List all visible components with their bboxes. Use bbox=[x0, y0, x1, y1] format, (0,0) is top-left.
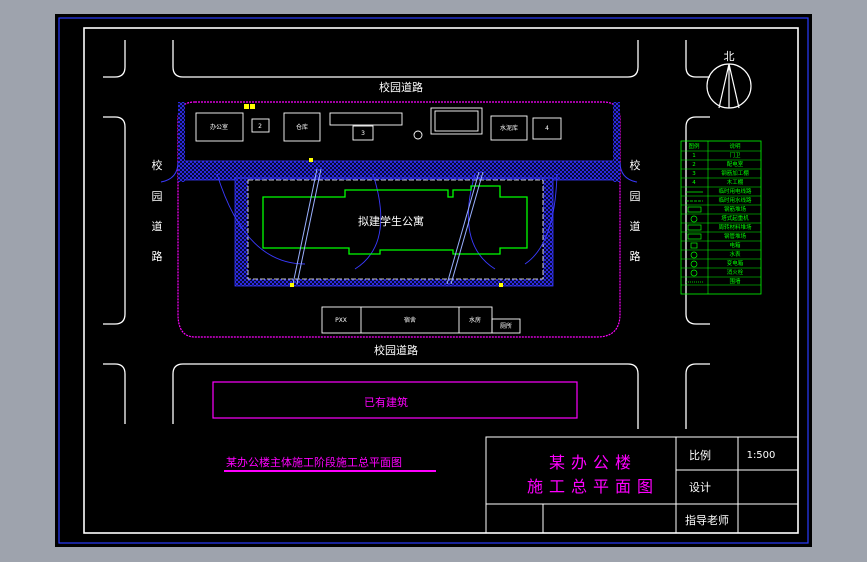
road-outlines bbox=[103, 40, 710, 429]
site-markers bbox=[244, 104, 503, 287]
road-label-left-char: 路 bbox=[152, 250, 163, 263]
road-label-top: 校园道路 bbox=[379, 80, 423, 94]
legend-desc: 周转材料堆场 bbox=[718, 223, 752, 231]
design-label: 设计 bbox=[689, 481, 711, 494]
proposed-building-outline bbox=[262, 185, 528, 255]
road-label-left: 校 园 道 路 bbox=[152, 158, 163, 263]
site-plan-drawing: 北 校园道路 校园道路 校 园 道 路 校 园 道 路 办公室 2 仓库 3 水… bbox=[58, 17, 809, 544]
rebar-yard-symbol bbox=[687, 206, 702, 213]
legend-code: 4 bbox=[692, 180, 696, 186]
legend-desc: 变电箱 bbox=[727, 259, 744, 267]
scale-label: 比例 bbox=[689, 448, 711, 462]
road-label-left-char: 园 bbox=[152, 190, 163, 203]
water-meter-symbol bbox=[690, 251, 698, 259]
room-label: PXX bbox=[335, 317, 347, 324]
scale-value: 1:500 bbox=[747, 450, 776, 461]
transformer-box-symbol bbox=[690, 260, 698, 268]
plan-title: 某办公楼主体施工阶段施工总平面图 bbox=[226, 455, 402, 469]
room-label: 水泥库 bbox=[500, 124, 518, 132]
site-roads bbox=[160, 102, 638, 287]
title-block-name: 施工总平面图 bbox=[527, 477, 659, 496]
room-label: 水房 bbox=[469, 316, 481, 324]
legend-code: 1 bbox=[692, 153, 696, 159]
road-label-left-char: 校 bbox=[152, 158, 163, 172]
legend-desc: 临时用电线路 bbox=[718, 187, 752, 195]
legend-table: 图例 说明 1 门卫 2 配电室 3 钢筋加工棚 4 木工棚 临时用电线路 临时… bbox=[680, 140, 762, 295]
legend-code: 2 bbox=[692, 162, 696, 168]
road-label-right-char: 路 bbox=[630, 250, 641, 263]
legend-desc: 临时用水线路 bbox=[718, 196, 752, 204]
legend-desc: 木工棚 bbox=[727, 178, 744, 186]
legend-desc: 钢管堆场 bbox=[724, 232, 747, 240]
legend-desc: 围墙 bbox=[729, 277, 741, 285]
legend-desc: 消火栓 bbox=[727, 268, 744, 276]
inner-frame bbox=[83, 27, 799, 534]
legend-desc: 钢筋堆场 bbox=[724, 205, 747, 213]
cad-viewport[interactable]: 北 校园道路 校园道路 校 园 道 路 校 园 道 路 办公室 2 仓库 3 水… bbox=[55, 14, 812, 547]
existing-building bbox=[212, 381, 578, 419]
room-label: 办公室 bbox=[210, 123, 228, 131]
crane-booms bbox=[292, 168, 484, 285]
building-label: 拟建学生公寓 bbox=[358, 214, 424, 228]
legend-desc: 门卫 bbox=[729, 151, 741, 159]
room-label: 仓库 bbox=[296, 123, 308, 131]
room-labels: 办公室 2 仓库 3 水泥库 4 PXX 宿舍 水房 厕所 bbox=[210, 123, 549, 330]
road-label-right-char: 道 bbox=[630, 219, 641, 233]
legend-desc: 配电室 bbox=[727, 160, 744, 168]
road-label-right-char: 校 bbox=[630, 158, 641, 172]
title-block-name: 某办公楼 bbox=[549, 453, 637, 472]
road-label-right: 校 园 道 路 bbox=[630, 158, 641, 263]
pipe-yard-symbol bbox=[687, 233, 702, 240]
road-label-bottom: 校园道路 bbox=[374, 343, 418, 357]
electric-box-symbol bbox=[690, 242, 698, 249]
hydrant-symbol bbox=[690, 269, 698, 277]
legend-desc: 水表 bbox=[729, 250, 741, 258]
existing-building-label: 已有建筑 bbox=[364, 395, 408, 409]
legend-desc: 塔式起重机 bbox=[721, 214, 749, 222]
tower-crane-symbol bbox=[690, 215, 698, 223]
north-arrow-icon bbox=[706, 63, 752, 109]
legend-desc: 电箱 bbox=[729, 241, 741, 249]
room-label: 厕所 bbox=[500, 322, 512, 330]
legend-header-desc: 说明 bbox=[729, 142, 741, 150]
room-label: 4 bbox=[545, 125, 549, 132]
room-label: 2 bbox=[258, 123, 262, 130]
room-label: 3 bbox=[361, 130, 365, 137]
road-label-right-char: 园 bbox=[630, 190, 641, 203]
legend-header-symbol: 图例 bbox=[688, 142, 700, 150]
outer-frame bbox=[58, 17, 809, 544]
title-block bbox=[485, 436, 799, 534]
north-label: 北 bbox=[724, 50, 735, 63]
road-label-left-char: 道 bbox=[152, 219, 163, 233]
material-yard-symbol bbox=[687, 224, 702, 231]
legend-code: 3 bbox=[692, 171, 696, 177]
advisor-label: 指导老师 bbox=[685, 513, 729, 527]
temporary-facilities-bottom bbox=[321, 306, 521, 334]
room-label: 宿舍 bbox=[404, 316, 416, 324]
legend-desc: 钢筋加工棚 bbox=[721, 169, 749, 177]
temporary-facilities-top bbox=[195, 107, 562, 142]
